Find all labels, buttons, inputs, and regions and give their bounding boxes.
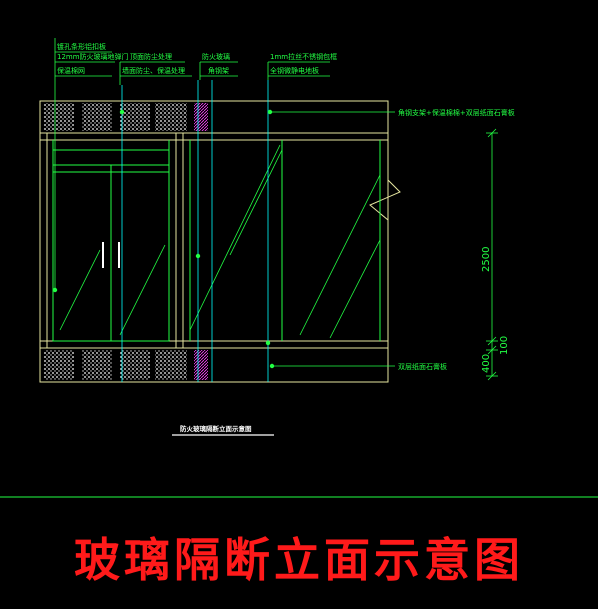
- label-ceiling-dustproof: 顶面防尘处理: [130, 52, 172, 61]
- wall-break: [369, 101, 401, 382]
- partition-frame: [39, 101, 389, 382]
- drawing-caption: 防火玻璃隔断立面示意图: [180, 424, 252, 433]
- dimension-100: 100: [499, 336, 510, 355]
- glass-door: [52, 140, 170, 342]
- label-fire-glass-door: 12mm防火玻璃地弹门: [57, 52, 129, 61]
- page-title: 玻璃隔断立面示意图: [74, 533, 524, 587]
- label-insulation-mesh: 保温棉网: [57, 66, 85, 75]
- fixed-glass: [59, 140, 381, 341]
- label-wall-dustproof: 墙面防尘、保温处理: [122, 66, 185, 75]
- dimension-400: 400: [481, 354, 492, 373]
- label-double-gypsum: 双层纸面石膏板: [398, 362, 447, 371]
- dimension-lines: [486, 128, 498, 381]
- label-fire-glass: 防火玻璃: [202, 52, 230, 61]
- label-angle-steel: 角钢架: [208, 66, 229, 75]
- label-antistatic-floor: 全钢微静电地板: [270, 66, 319, 75]
- floor-insulation: [39, 347, 389, 383]
- ceiling-insulation: [39, 100, 389, 134]
- top-label-leaders: [52, 38, 395, 369]
- label-angle-support-gypsum: 角钢支架+保温棉棉+双层纸面石膏板: [398, 108, 515, 117]
- reference-lines: [121, 80, 269, 382]
- dimension-2500: 2500: [481, 247, 492, 272]
- label-perforated-aluminum-ceiling: 镀孔条形铝扣板: [57, 42, 106, 51]
- label-stainless-frame: 1mm拉丝不锈钢包框: [270, 52, 337, 61]
